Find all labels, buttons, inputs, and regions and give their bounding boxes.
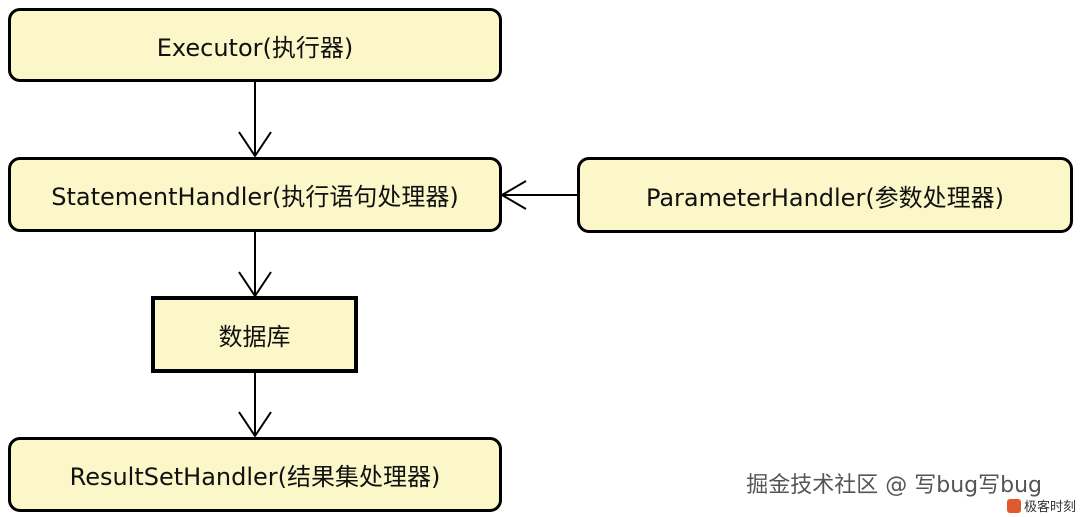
arrowhead-resultset-top xyxy=(238,411,272,438)
executor-label: Executor(执行器) xyxy=(156,33,354,62)
parameter-handler-node: ParameterHandler(参数处理器) xyxy=(577,157,1073,233)
database-node: 数据库 xyxy=(151,296,358,373)
site-logo: 极客时刻 xyxy=(1006,496,1076,515)
statement-handler-node: StatementHandler(执行语句处理器) xyxy=(8,157,502,232)
logo-mark-icon xyxy=(1006,498,1021,513)
result-set-handler-label: ResultSetHandler(结果集处理器) xyxy=(69,463,441,491)
executor-node: Executor(执行器) xyxy=(8,8,502,82)
parameter-handler-label: ParameterHandler(参数处理器) xyxy=(645,183,1005,212)
arrowhead-statement-top xyxy=(238,131,272,158)
statement-handler-label: StatementHandler(执行语句处理器) xyxy=(51,183,459,211)
logo-text: 极客时刻 xyxy=(1023,500,1076,515)
arrowhead-statement-right xyxy=(500,180,527,210)
database-label: 数据库 xyxy=(218,323,291,351)
result-set-handler-node: ResultSetHandler(结果集处理器) xyxy=(8,437,502,512)
watermark-text: 掘金技术社区 @ 写bug写bug xyxy=(746,473,1042,498)
